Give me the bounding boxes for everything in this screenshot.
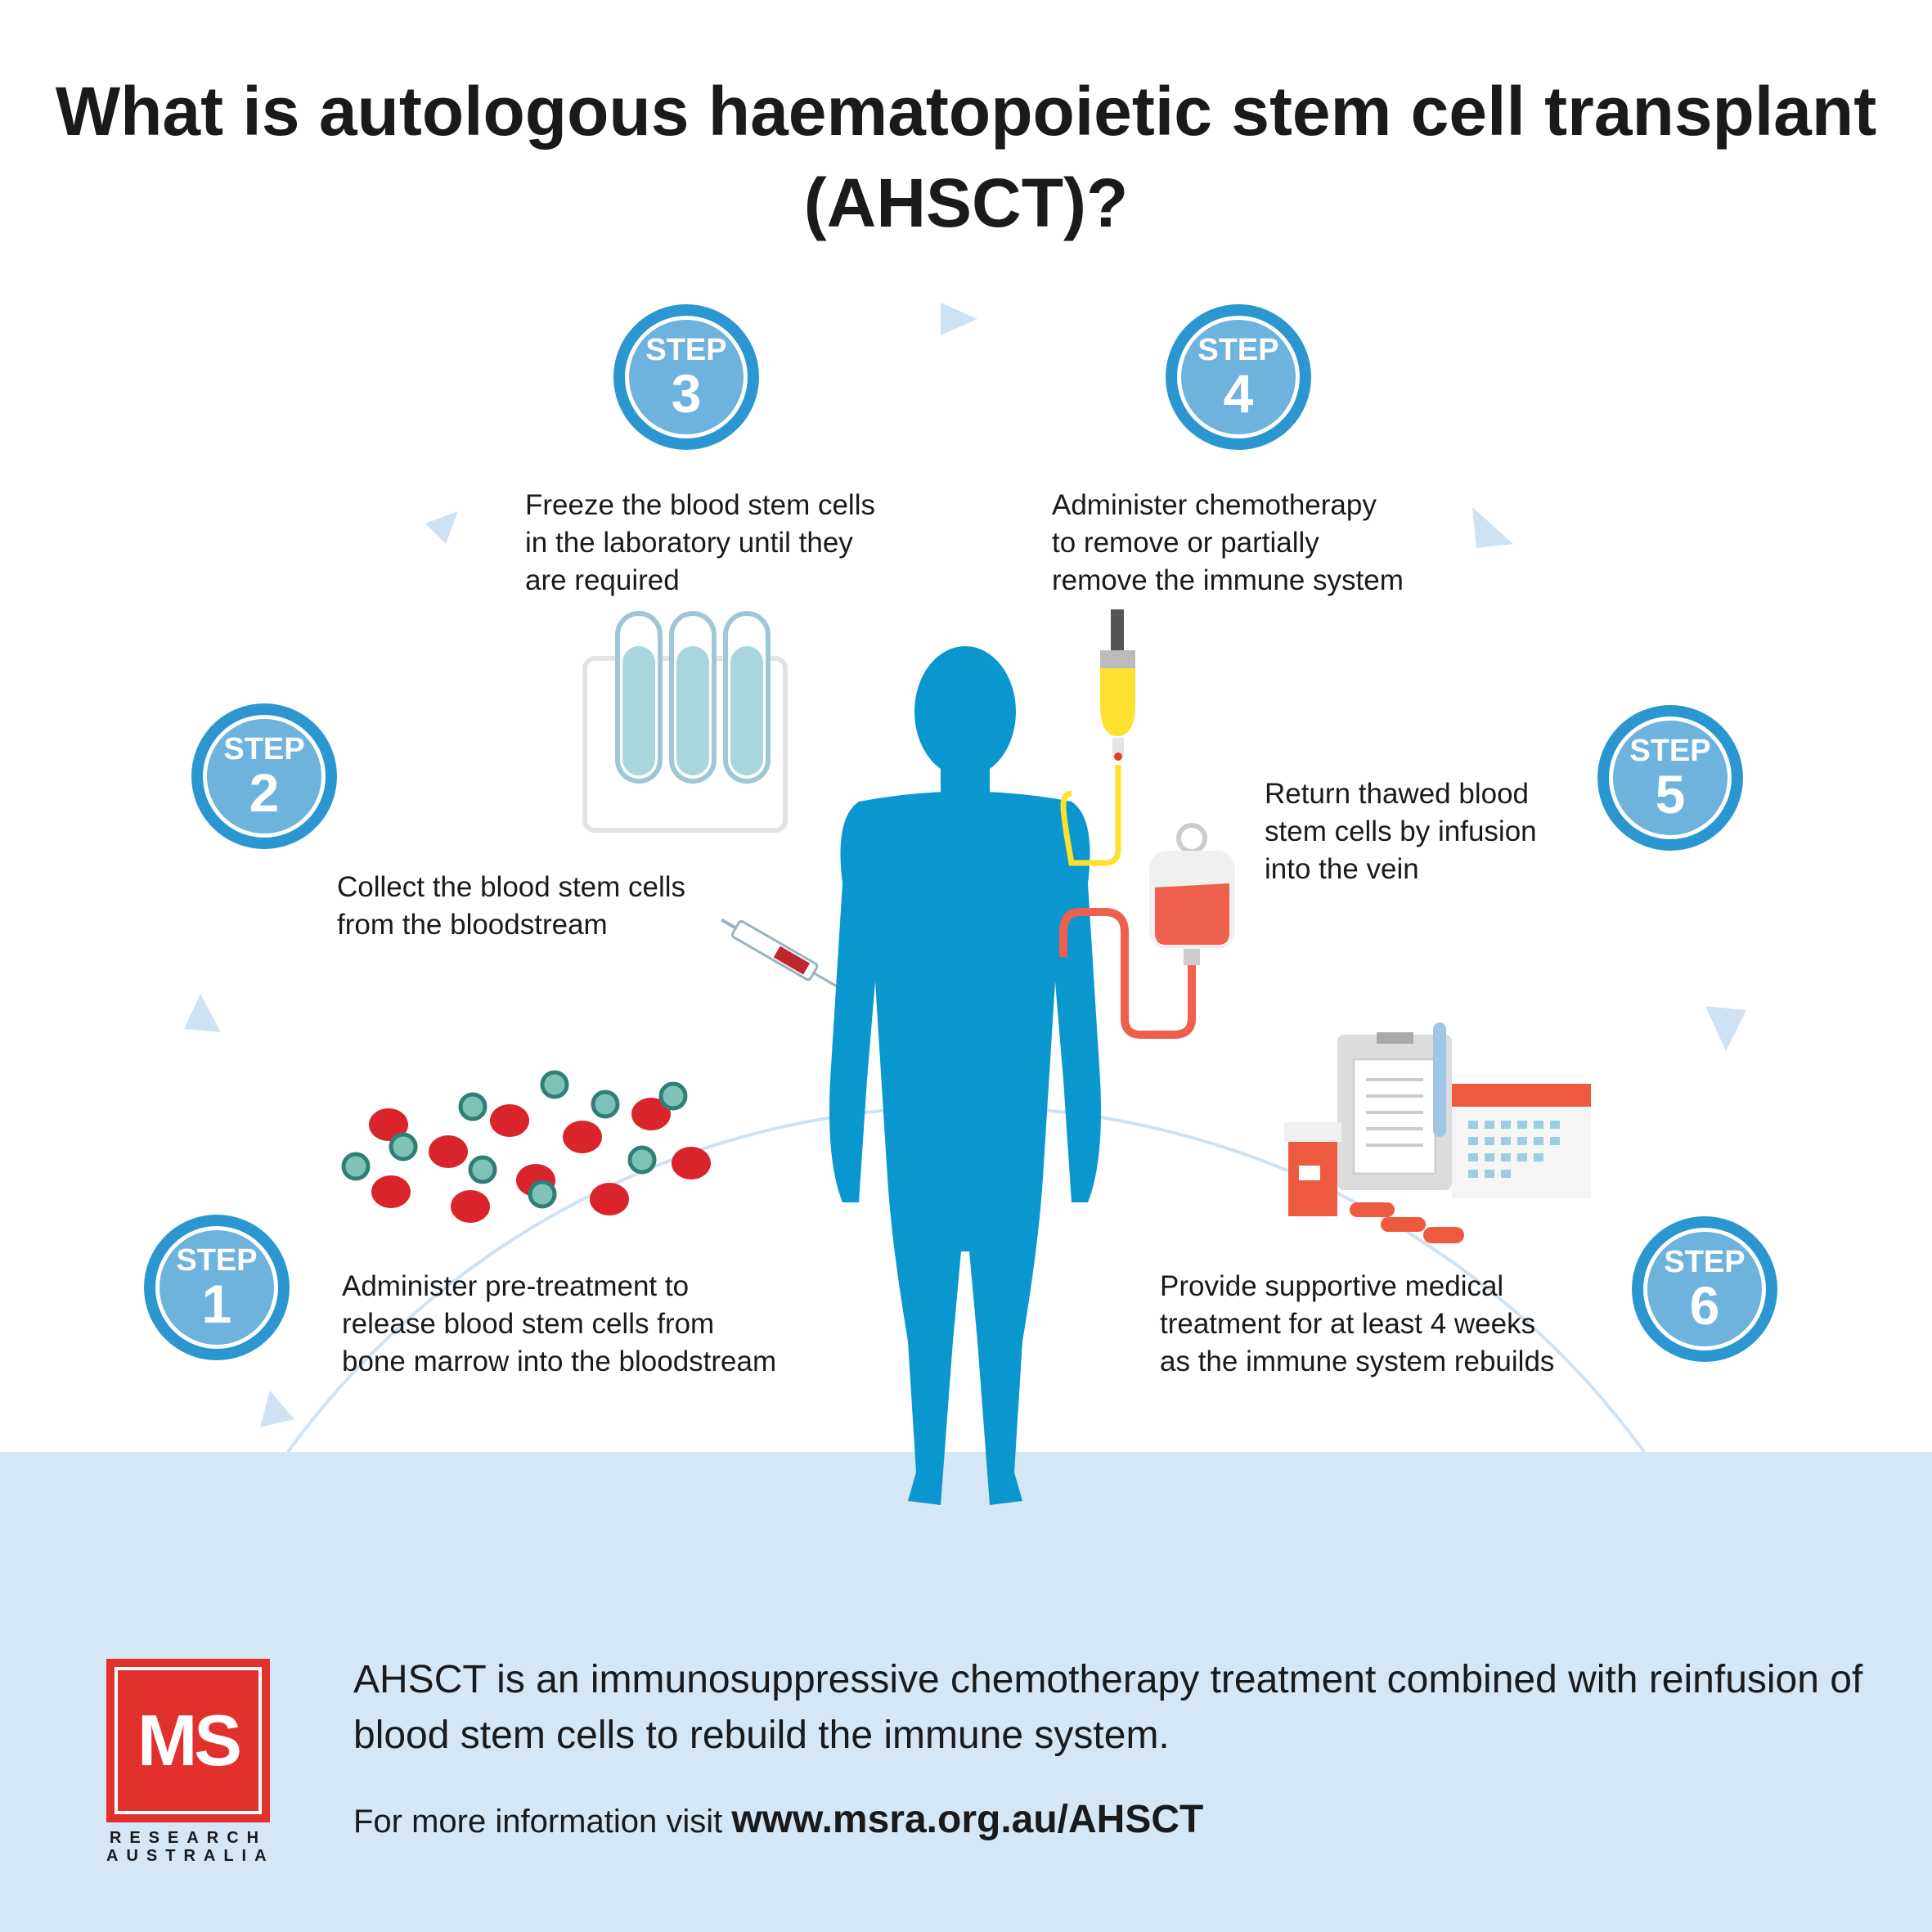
step-number: 6 (1689, 1275, 1720, 1336)
step-3-badge-inner: STEP 3 (625, 316, 748, 438)
blood-bag-icon (1059, 823, 1235, 1039)
step-6-badge: STEP 6 (1632, 1216, 1777, 1362)
step-5-badge-inner: STEP 5 (1609, 717, 1732, 839)
medical-supplies-icon (1284, 1022, 1591, 1243)
footer-band (0, 1452, 1932, 1932)
test-tubes-icon (582, 611, 788, 833)
step-word: STEP (223, 732, 305, 766)
step-4-text: Administer chemotherapy to remove or par… (1052, 489, 1404, 596)
step-word: STEP (1197, 333, 1279, 367)
ms-research-logo: MS (106, 1659, 270, 1822)
step-1-badge: STEP 1 (144, 1215, 290, 1360)
more-info-prefix: For more information visit (353, 1804, 732, 1840)
step-number: 2 (249, 762, 280, 823)
page-title: What is autologous haematopoietic stem c… (55, 73, 1877, 241)
arc-arrow-icon (184, 303, 1746, 1427)
step-1-badge-inner: STEP 1 (155, 1226, 278, 1349)
step-word: STEP (645, 333, 727, 367)
logo-subtitle: RESEARCH AUSTRALIA (106, 1829, 275, 1865)
step-word: STEP (1664, 1245, 1746, 1279)
step-2-badge: STEP 2 (191, 703, 337, 849)
step-4-badge: STEP 4 (1166, 304, 1311, 450)
human-body-icon (829, 646, 1101, 1505)
syringe-icon (721, 918, 857, 999)
logo-mark: MS (115, 1667, 262, 1814)
step-5-badge: STEP 5 (1597, 705, 1743, 851)
step-number: 5 (1655, 764, 1686, 824)
more-info: For more information visit www.msra.org.… (353, 1799, 1203, 1842)
step-word: STEP (1629, 734, 1711, 768)
step-4-badge-inner: STEP 4 (1177, 316, 1300, 438)
step-word: STEP (176, 1243, 258, 1278)
summary-text: AHSCT is an immunosuppressive chemothera… (353, 1658, 1863, 1757)
step-number: 1 (201, 1274, 232, 1334)
step-5-text: Return thawed blood stem cells by infusi… (1265, 778, 1537, 885)
step-6-badge-inner: STEP 6 (1643, 1228, 1766, 1350)
step-1-text: Administer pre-treatment to release bloo… (342, 1270, 777, 1377)
step-6-text: Provide supportive medical treatment for… (1160, 1270, 1555, 1377)
step-number: 4 (1223, 363, 1254, 424)
step-2-badge-inner: STEP 2 (203, 715, 326, 838)
step-2-text: Collect the blood stem cells from the bl… (337, 871, 686, 941)
step-3-badge: STEP 3 (613, 304, 759, 450)
step-3-text: Freeze the blood stem cells in the labor… (525, 489, 875, 596)
blood-cells-icon (341, 1070, 711, 1223)
website-link[interactable]: www.msra.org.au/AHSCT (731, 1798, 1204, 1841)
iv-bag-icon (1060, 609, 1135, 866)
step-number: 3 (671, 363, 702, 424)
